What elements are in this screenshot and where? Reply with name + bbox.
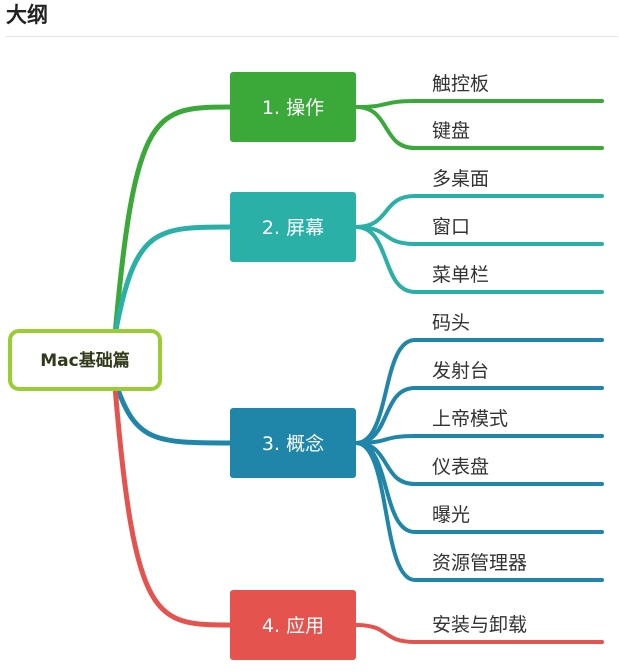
leaf-label: 触控板 bbox=[432, 73, 489, 95]
page-heading: 大纲 bbox=[6, 3, 48, 27]
root-connector-1 bbox=[112, 104, 235, 338]
branch-label: 4. 应用 bbox=[262, 615, 324, 637]
heading-divider bbox=[6, 36, 618, 37]
leaf-connector bbox=[354, 99, 604, 109]
leaf-label: 码头 bbox=[432, 312, 470, 334]
branch-node-4: 4. 应用 bbox=[230, 590, 356, 660]
leaf-label: 发射台 bbox=[432, 360, 489, 382]
root-connector-4 bbox=[112, 384, 235, 628]
branch-node-1: 1. 操作 bbox=[230, 72, 356, 142]
leaf-connector bbox=[354, 225, 604, 246]
branch-node-2: 2. 屏幕 bbox=[230, 192, 356, 262]
leaf-connector bbox=[354, 338, 604, 445]
root-connector-3 bbox=[112, 378, 235, 446]
root-connector-2 bbox=[112, 224, 235, 338]
leaf-connector bbox=[354, 623, 604, 644]
leaf-label: 资源管理器 bbox=[432, 552, 527, 574]
branch-box bbox=[230, 408, 356, 478]
leaf-connector bbox=[354, 194, 604, 229]
branch-box bbox=[230, 72, 356, 142]
leaf-label: 多桌面 bbox=[432, 168, 489, 190]
branch-box bbox=[230, 192, 356, 262]
leaf-label: 上帝模式 bbox=[432, 408, 508, 430]
leaf-connector bbox=[354, 105, 604, 150]
branch-label: 2. 屏幕 bbox=[262, 217, 324, 239]
leaf-label: 菜单栏 bbox=[432, 264, 489, 286]
branch-node-3: 3. 概念 bbox=[230, 408, 356, 478]
leaf-connector bbox=[354, 441, 604, 582]
branch-box bbox=[230, 590, 356, 660]
root-node: Mac基础篇 bbox=[8, 329, 162, 391]
branch-label: 1. 操作 bbox=[262, 97, 324, 119]
leaf-label: 键盘 bbox=[432, 120, 470, 142]
leaf-label: 窗口 bbox=[432, 216, 470, 238]
root-box bbox=[8, 329, 162, 391]
leaf-connector bbox=[354, 225, 604, 294]
leaf-label: 安装与卸载 bbox=[432, 614, 527, 636]
branch-label: 3. 概念 bbox=[262, 432, 324, 455]
leaf-label: 仪表盘 bbox=[432, 456, 489, 478]
root-label: Mac基础篇 bbox=[40, 350, 129, 371]
leaf-connector bbox=[354, 386, 604, 445]
leaf-connector bbox=[354, 434, 604, 445]
leaf-label: 曝光 bbox=[432, 504, 470, 526]
